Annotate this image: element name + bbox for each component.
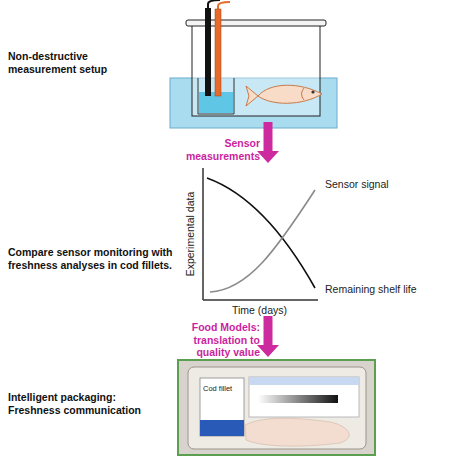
arrow-label: Food Models: translation to quality valu…: [158, 321, 260, 359]
y-axis: [202, 168, 204, 300]
stage-heading: Non-destructive measurement setup: [8, 50, 113, 75]
fish-eye: [311, 90, 314, 93]
black-electrode: [205, 8, 211, 96]
indicator-card: [249, 377, 359, 417]
product-label-text: Cod fillet: [203, 383, 232, 395]
stage-panel: Intelligent packaging: Freshness communi…: [0, 357, 458, 457]
measurement-setup: [170, 0, 337, 128]
fish-gill: [302, 88, 305, 100]
fish-fillet: [245, 418, 349, 446]
product-label: [200, 378, 244, 436]
flow-arrow: [264, 122, 273, 151]
freshness-indicator: [258, 395, 338, 403]
stage-heading: Compare sensor monitoring with freshness…: [8, 246, 180, 271]
sensor-signal-curve: [210, 190, 315, 292]
package-photo: [178, 360, 375, 455]
plastic-tray: [188, 367, 366, 449]
arrow-label: Sensor measurements: [180, 137, 260, 162]
fish-tail: [246, 86, 258, 106]
stage-panel: Non-destructive measurement setup: [0, 0, 458, 122]
photo-frame: [178, 360, 375, 455]
card-header: [249, 377, 359, 385]
orange-electrode: [215, 9, 221, 96]
fish-body: [258, 85, 322, 103]
chart-label: Experimental data: [184, 184, 196, 284]
chart-label: Time (days): [232, 304, 287, 316]
shelf-life-curve: [207, 178, 315, 288]
flow-arrow: [264, 316, 273, 345]
line-chart: [203, 168, 318, 300]
chart-label: Remaining shelf life: [325, 283, 417, 295]
stage-heading: Intelligent packaging: Freshness communi…: [8, 391, 148, 416]
chart-label: Sensor signal: [325, 178, 389, 190]
x-axis: [203, 299, 318, 301]
label-band: [200, 420, 244, 436]
